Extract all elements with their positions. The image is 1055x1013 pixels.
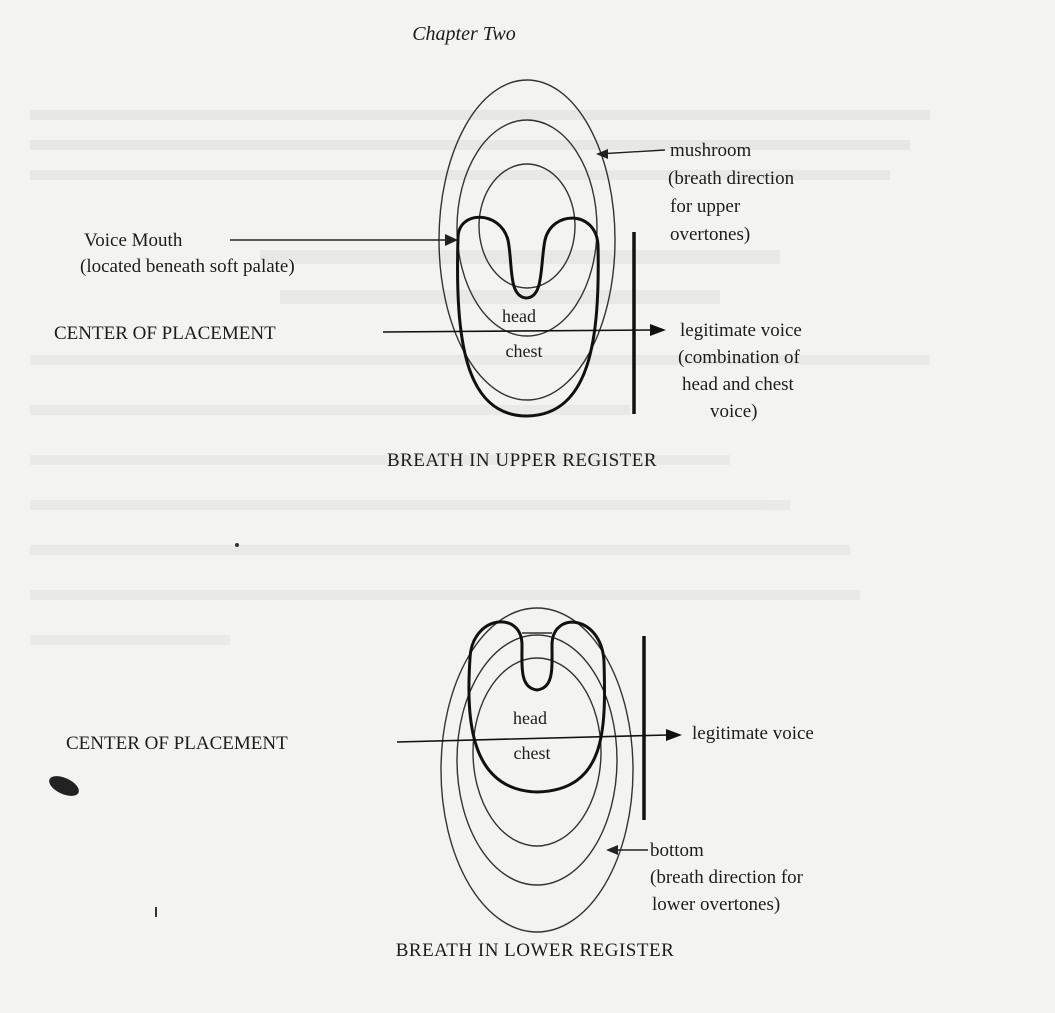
head-label: head: [513, 708, 547, 728]
mushroom-label-line2: (breath direction: [668, 168, 795, 189]
voice-mouth-shape: [467, 620, 607, 794]
mushroom-label-line3: for upper: [670, 196, 741, 217]
center-of-placement-arrowhead: [650, 324, 666, 336]
legitimate-voice-line3: head and chest: [682, 374, 795, 395]
center-of-placement-label: CENTER OF PLACEMENT: [54, 323, 276, 344]
upper-register-diagram: mushroom (breath direction for upper ove…: [54, 79, 802, 471]
mushroom-label: mushroom: [670, 140, 752, 161]
bottom-label-line2: (breath direction for: [650, 867, 804, 888]
chapter-header: Chapter Two: [412, 23, 516, 45]
upper-register-caption: BREATH IN UPPER REGISTER: [387, 450, 657, 471]
bottom-label-line3: lower overtones): [652, 894, 780, 915]
mushroom-pointer: [597, 149, 666, 155]
chest-label: chest: [506, 341, 543, 361]
bottom-label: bottom: [650, 840, 704, 861]
mushroom-label-line4: overtones): [670, 224, 750, 245]
head-label: head: [502, 306, 536, 326]
mushroom-contour-inner: [478, 163, 576, 289]
bleed-through-texture: [30, 110, 930, 645]
legitimate-voice-line2: (combination of: [678, 347, 801, 368]
bottom-contour-middle: [456, 634, 618, 886]
ink-speck: [155, 907, 157, 917]
lower-register-caption: BREATH IN LOWER REGISTER: [396, 940, 675, 961]
chest-label: chest: [514, 743, 551, 763]
mushroom-pointer-head: [596, 149, 608, 159]
lower-register-diagram: CENTER OF PLACEMENT head chest legitimat…: [66, 607, 814, 961]
center-of-placement-label: CENTER OF PLACEMENT: [66, 733, 288, 754]
voice-mouth-sublabel: (located beneath soft palate): [80, 256, 295, 277]
legitimate-voice-line4: voice): [710, 401, 757, 422]
bottom-contour-inner: [472, 657, 602, 847]
center-of-placement-arrow: [396, 734, 669, 743]
voice-mouth-pointer-head: [445, 234, 458, 246]
voice-mouth-shape: [456, 215, 600, 418]
center-of-placement-arrowhead: [666, 729, 682, 741]
legitimate-voice-label: legitimate voice: [692, 723, 814, 744]
bottom-contour-outer: [440, 607, 634, 933]
bottom-pointer-head: [606, 845, 618, 855]
legitimate-voice-label: legitimate voice: [680, 320, 802, 341]
mushroom-contour-middle: [456, 119, 598, 337]
center-of-placement-arrow: [382, 329, 653, 333]
voice-mouth-label: Voice Mouth: [84, 230, 183, 251]
ink-smudge: [49, 776, 79, 796]
ink-speck: [235, 543, 239, 547]
